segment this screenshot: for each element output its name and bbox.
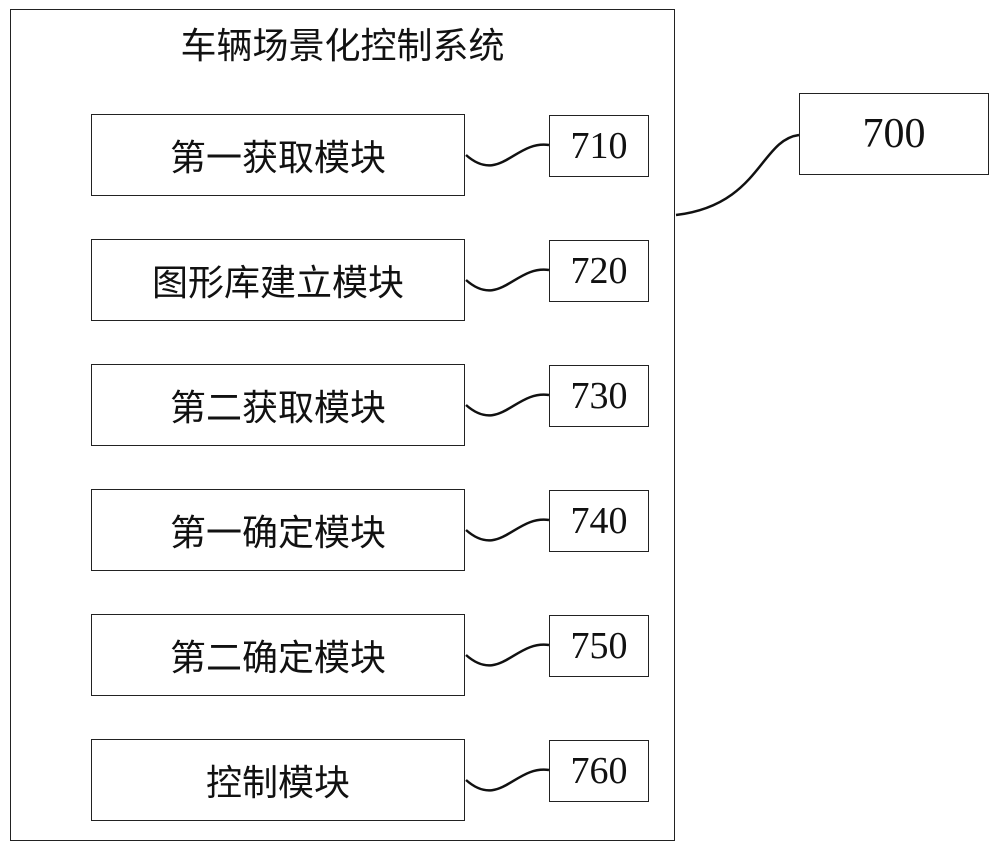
module-ref-2: 720: [549, 240, 649, 302]
module-ref-6: 760: [549, 740, 649, 802]
module-box-5: 第二确定模块: [91, 614, 465, 696]
module-box-6: 控制模块: [91, 739, 465, 821]
system-title: 车辆场景化控制系统: [10, 22, 675, 72]
system-ref: 700: [799, 93, 989, 175]
module-box-4: 第一确定模块: [91, 489, 465, 571]
module-ref-3: 730: [549, 365, 649, 427]
module-ref-5: 750: [549, 615, 649, 677]
module-box-1: 第一获取模块: [91, 114, 465, 196]
module-ref-4: 740: [549, 490, 649, 552]
module-ref-1: 710: [549, 115, 649, 177]
module-box-3: 第二获取模块: [91, 364, 465, 446]
module-box-2: 图形库建立模块: [91, 239, 465, 321]
leader-line-system: [676, 135, 799, 215]
